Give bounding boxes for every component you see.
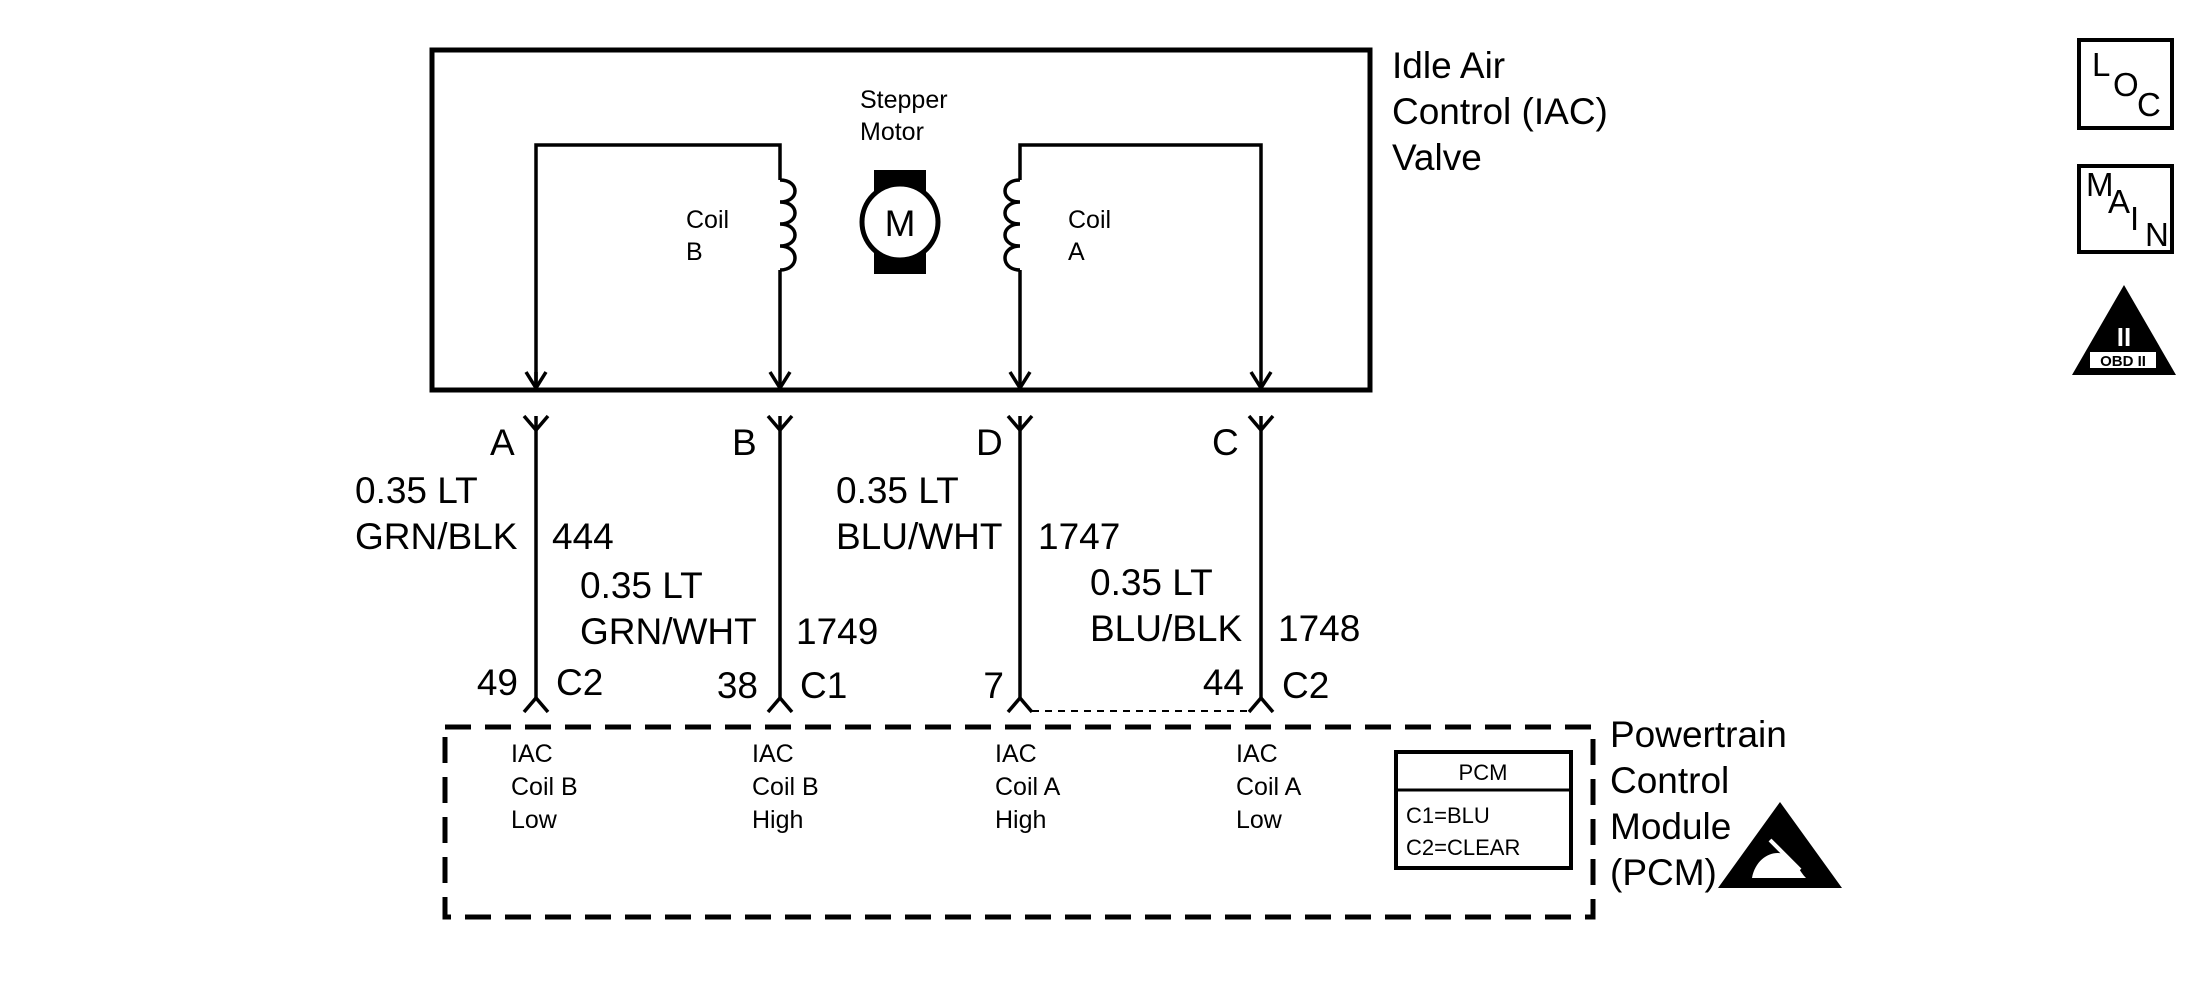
coil-a-label-1: Coil [1068,206,1111,234]
loc-letter-l: L [2092,46,2110,83]
pcm-title-4: (PCM) [1610,852,1717,893]
loc-letter-o: O [2113,66,2139,103]
pcm-coil-a-low-2: Coil A [1236,773,1302,801]
wire-a-size: 0.35 LT [355,470,478,511]
pcm-coil-b-low-1: IAC [511,740,553,768]
iac-title-2: Control (IAC) [1392,91,1608,132]
main-letter-i: I [2130,200,2139,237]
obd-ii-icon [2072,285,2176,375]
main-letter-n: N [2145,216,2169,253]
pcm-legend-c2: C2=CLEAR [1406,835,1520,860]
pcm-coil-a-high-3: High [995,806,1046,834]
iac-title-1: Idle Air [1392,45,1505,86]
obd-numeral: II [2117,322,2131,352]
coil-a-inductor [1003,178,1021,272]
main-icon [2077,164,2174,254]
wire-d-size: 0.35 LT [836,470,959,511]
motor-symbol: M [885,203,916,244]
pin-b-label: B [732,422,757,463]
pcm-title-2: Control [1610,760,1729,801]
pcm-legend-c1: C1=BLU [1406,803,1490,828]
loc-icon [2077,38,2174,130]
stepper-motor-label-2: Motor [860,118,924,146]
pcm-pin-44: 44 [1203,662,1244,703]
coil-b-inductor [779,178,797,272]
coil-b-label-2: B [686,238,703,266]
main-letter-a: A [2108,183,2130,220]
wire-c-circuit: 1748 [1278,608,1360,649]
pcm-coil-a-high-1: IAC [995,740,1037,768]
esd-warning-icon [1718,802,1842,888]
pcm-connector-c: C2 [1282,665,1329,706]
pcm-pin-49: 49 [477,662,518,703]
coil-a-label-2: A [1068,238,1085,266]
main-letter-m: M [2086,166,2114,203]
pcm-coil-b-high-2: Coil B [752,773,819,801]
iac-internal-wiring [524,143,1273,392]
wire-c-color: BLU/BLK [1090,608,1243,649]
iac-title-3: Valve [1392,137,1482,178]
pcm-title-3: Module [1610,806,1731,847]
wire-a-circuit: 444 [552,516,614,557]
obd-label: OBD II [2100,353,2146,370]
pcm-coil-b-low-3: Low [511,806,558,834]
pcm-connector-b: C1 [800,665,847,706]
wire-b-size: 0.35 LT [580,565,703,606]
pcm-title-1: Powertrain [1610,714,1787,755]
wire-a-color: GRN/BLK [355,516,518,557]
pcm-box [442,724,1596,920]
wire-b-circuit: 1749 [796,611,878,652]
pcm-connector-a: C2 [556,662,603,703]
pcm-coil-a-low-1: IAC [1236,740,1278,768]
pcm-pin-7: 7 [983,665,1004,706]
pcm-pin-38: 38 [717,665,758,706]
stepper-motor-icon [859,170,941,274]
coil-b-label-1: Coil [686,206,729,234]
pcm-coil-b-high-1: IAC [752,740,794,768]
iac-valve-box [429,47,1373,393]
pin-d-label: D [976,422,1003,463]
pcm-coil-a-high-2: Coil A [995,773,1061,801]
wire-d-circuit: 1747 [1038,516,1120,557]
stepper-motor-label-1: Stepper [860,86,948,114]
pcm-legend [1394,750,1573,870]
wire-d-color: BLU/WHT [836,516,1003,557]
pcm-coil-b-low-2: Coil B [511,773,578,801]
pcm-coil-b-high-3: High [752,806,803,834]
loc-letter-c: C [2137,86,2161,123]
pcm-coil-a-low-3: Low [1236,806,1283,834]
wire-b-color: GRN/WHT [580,611,757,652]
wire-c-size: 0.35 LT [1090,562,1213,603]
pin-c-label: C [1212,422,1239,463]
pin-a-label: A [490,422,515,463]
external-wires [522,414,1275,714]
pcm-legend-title: PCM [1459,760,1508,785]
